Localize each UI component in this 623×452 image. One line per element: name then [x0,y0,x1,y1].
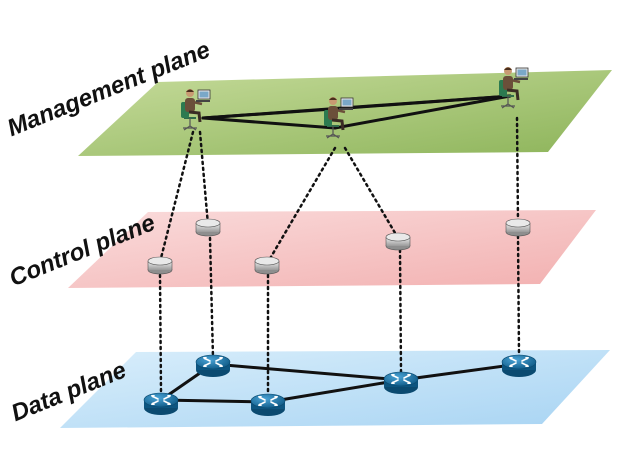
mgmt-link [333,94,512,130]
controller-icon [254,256,280,275]
controller-icon [505,218,531,237]
router-icon [501,354,537,378]
controller-icon [195,218,221,237]
mgmt-control-links [158,116,520,264]
router-icon [250,393,286,417]
controller-icon [385,232,411,251]
mgmt-link [201,94,512,120]
mgmt-link [201,116,337,130]
router-icon [383,371,419,395]
controller-icon [147,256,173,275]
management-links [201,94,512,130]
router-icon [143,392,179,416]
control-data-links [158,234,521,396]
management-plane [78,70,612,156]
router-icon [195,354,231,378]
